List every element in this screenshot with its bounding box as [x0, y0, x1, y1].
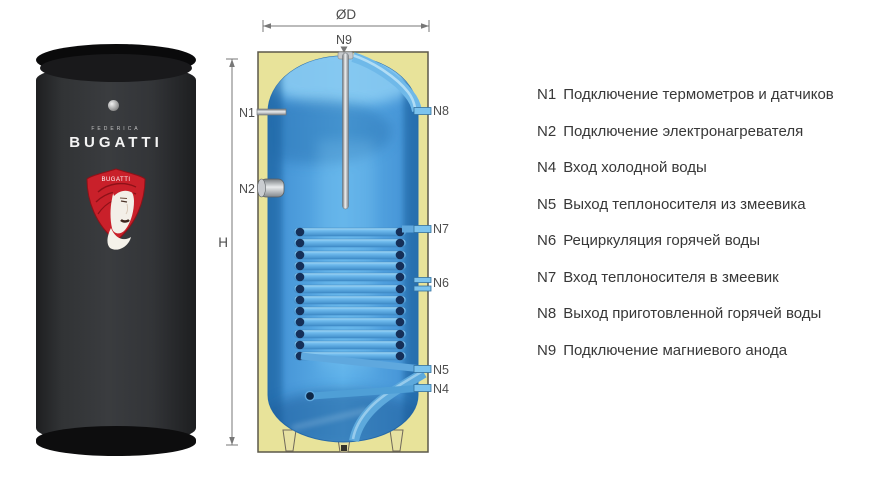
anode-tube — [342, 52, 349, 210]
port-label-n2: N2 — [239, 182, 255, 196]
logo-neck — [107, 228, 131, 250]
legend-item-n1: N1 Подключение термометров и датчиков — [537, 87, 867, 103]
bottom-curved-pipe — [349, 368, 427, 443]
port-label-n1: N1 — [239, 106, 255, 120]
badge-disc-icon — [108, 100, 119, 111]
legend-label: Вход холодной воды — [563, 159, 707, 176]
dimension-height — [226, 58, 238, 446]
legend-label: Выход приготовленной горячей воды — [563, 305, 822, 322]
legend-label: Подключение термометров и датчиков — [563, 86, 834, 103]
port-label-n5: N5 — [433, 363, 449, 377]
legend-code: N7 — [537, 268, 557, 286]
cold-water-pipe — [311, 384, 424, 400]
legend-label: Рециркуляция горячей воды — [563, 232, 761, 249]
legend-label: Выход теплоносителя из змеевика — [563, 195, 806, 213]
brand-bugatti-text: BUGATTI — [69, 134, 163, 151]
right-port-stubs — [413, 107, 432, 392]
tank-body — [36, 64, 196, 444]
tank-top-cap-rim — [40, 54, 192, 82]
legend-item-n7: N7 Вход теплоносителя в змеевик — [537, 268, 867, 286]
legend-code: N4 — [537, 159, 557, 176]
legend-code: N8 — [537, 305, 557, 322]
legend-item-n4: N4 Вход холодной воды — [537, 160, 867, 176]
port-label-n6: N6 — [433, 276, 449, 290]
tank-bottom-rim — [36, 426, 196, 456]
legend-item-n8: N8 Выход приготовленной горячей воды — [537, 306, 867, 322]
legend-code: N6 — [537, 232, 557, 249]
coil-outlet-pipe — [300, 352, 423, 373]
height-label: H — [218, 235, 228, 250]
logo-text: BUGATTI — [101, 177, 130, 183]
legend-item-n9: N9 Подключение магниевого анода — [537, 341, 867, 359]
port-label-n4: N4 — [433, 382, 449, 396]
sensor-port-fitting — [256, 108, 287, 116]
legend-label: Подключение магниевого анода — [563, 341, 788, 359]
legend-label: Подключение электронагревателя — [563, 122, 804, 140]
legend-code: N2 — [537, 122, 557, 140]
heater-flange-cap — [257, 178, 266, 198]
legend-item-n2: N2 Подключение электронагревателя — [537, 122, 867, 140]
legend-code: N9 — [537, 341, 557, 359]
bugatti-shield-logo: BUGATTI — [86, 168, 146, 250]
legend-code: N5 — [537, 195, 557, 213]
hot-water-outlet-pipe — [351, 52, 422, 112]
logo-eye — [120, 200, 128, 203]
logo-lips — [120, 219, 130, 223]
port-label-n8: N8 — [433, 104, 449, 118]
dimension-diameter — [262, 20, 430, 32]
boiler-section-diagram: ØD H N9 N1 N2 N8 N7 N6 N5 N4 — [218, 7, 449, 453]
cold-water-pipe-opening — [304, 390, 316, 402]
brand-federica-text: FEDERICA — [91, 126, 141, 132]
port-label-n9: N9 — [336, 33, 352, 47]
diameter-label: ØD — [336, 7, 357, 22]
port-label-n7: N7 — [433, 222, 449, 236]
n9-leader-arrow-icon — [340, 46, 348, 53]
legend-item-n5: N5 Выход теплоносителя из змеевика — [537, 195, 867, 213]
coil-tube-ends — [295, 227, 405, 361]
product-photo: FEDERICA BUGATTI BUGATTI — [36, 44, 196, 457]
legend-code: N1 — [537, 86, 557, 103]
legend-item-n6: N6 Рециркуляция горячей воды — [537, 233, 867, 249]
legend-label: Вход теплоносителя в змеевик — [563, 268, 779, 286]
